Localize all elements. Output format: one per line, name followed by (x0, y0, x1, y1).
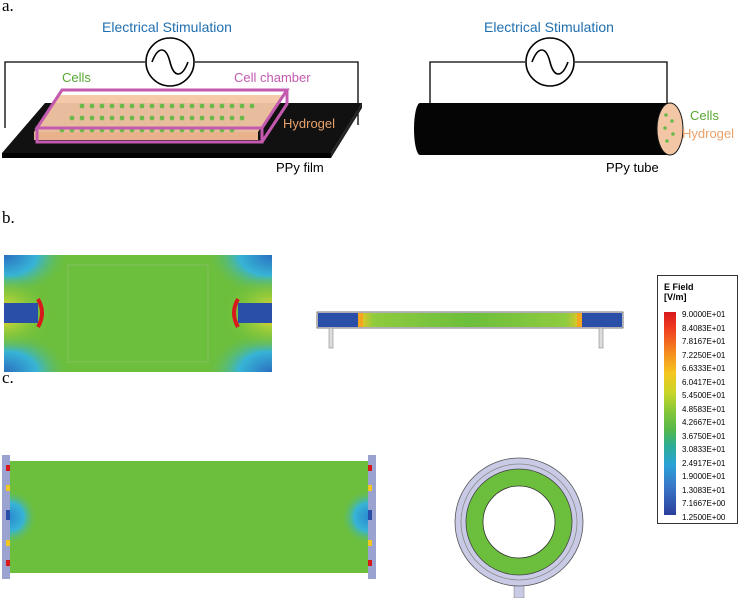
film-field-top-view (4, 255, 272, 372)
tube-lumen (482, 485, 556, 559)
cell-row-2 (69, 115, 245, 121)
left-lead (328, 327, 334, 349)
right-lead (598, 327, 604, 349)
legend-tick: 9.0000E+01 (682, 310, 726, 319)
tube-field-cross-section (454, 457, 584, 598)
legend-color-bar (664, 312, 676, 515)
legend-tick: 1.9000E+01 (682, 472, 726, 481)
legend-tick: 7.2250E+01 (682, 350, 726, 360)
left-cells-label: Cells (62, 70, 91, 85)
panel-letter-c: c. (2, 368, 14, 387)
left-hydrogel-label: Hydrogel (283, 116, 336, 131)
right-hydrogel-label: Hydrogel (682, 126, 735, 141)
legend-tick: 1.2500E+00 (682, 512, 726, 522)
tube-field-side-view (2, 455, 376, 579)
left-electrode (4, 303, 38, 323)
cell-chamber-outline (34, 88, 290, 144)
legend-tick: 3.6750E+01 (682, 431, 726, 441)
right-cells-label: Cells (690, 108, 719, 123)
legend-tick: 7.8167E+01 (682, 337, 726, 346)
tube-right-wire (575, 61, 668, 105)
left-cap-hotspots (6, 465, 10, 566)
legend-tick: 3.0833E+01 (682, 445, 726, 454)
right-cap-hotspots (368, 465, 372, 566)
left-wire (4, 61, 145, 128)
legend-tick: 4.8583E+01 (682, 404, 726, 414)
legend-tick: 1.3083E+01 (682, 485, 726, 495)
panel-letter-a: a. (2, 0, 14, 15)
legend-title: E Field [V/m] (664, 282, 694, 302)
tube-cells (663, 113, 675, 143)
tube-sine-wave-icon (531, 49, 569, 75)
hydrogel-top (34, 95, 282, 132)
ppy-tube-body (420, 103, 670, 155)
legend-tick: 6.6333E+01 (682, 364, 726, 373)
legend-tick: 6.0417E+01 (682, 377, 726, 387)
film-field-side-view (316, 311, 624, 349)
right-electrode (238, 303, 272, 323)
right-stimulation-label: Electrical Stimulation (484, 19, 614, 35)
left-stimulation-label: Electrical Stimulation (102, 19, 232, 35)
panel-letter-b: b. (2, 208, 15, 227)
tube-hydrogel-end (656, 102, 684, 156)
tube-setup-diagram (414, 37, 684, 156)
side-left-electrode (318, 313, 358, 327)
ppy-film-edge (2, 153, 331, 158)
e-field-legend: E Field [V/m] 9.0000E+01 8.4083E+01 7.81… (657, 275, 738, 524)
legend-title-line2: [V/m] (664, 292, 687, 302)
sine-wave-icon (151, 49, 189, 75)
tube-left-wire (429, 61, 525, 105)
legend-tick: 4.2667E+01 (682, 418, 726, 427)
cell-chamber-label: Cell chamber (234, 70, 311, 85)
cell-row-1 (79, 103, 255, 109)
film-setup-diagram (2, 37, 362, 158)
legend-tick: 5.4500E+01 (682, 391, 726, 400)
ppy-tube-back-end (414, 103, 426, 155)
ppy-film-side (331, 103, 362, 158)
hydrogel-front (34, 132, 258, 140)
legend-tick: 8.4083E+01 (682, 323, 726, 333)
chamber-outline (67, 264, 209, 363)
legend-title-line1: E Field (664, 282, 694, 292)
side-field-region (358, 313, 582, 327)
ppy-film-label: PPy film (276, 160, 324, 175)
ppy-tube-label: PPy tube (606, 160, 659, 175)
side-right-electrode (582, 313, 622, 327)
legend-tick: 2.4917E+01 (682, 458, 726, 468)
legend-tick: 7.1667E+00 (682, 499, 726, 508)
